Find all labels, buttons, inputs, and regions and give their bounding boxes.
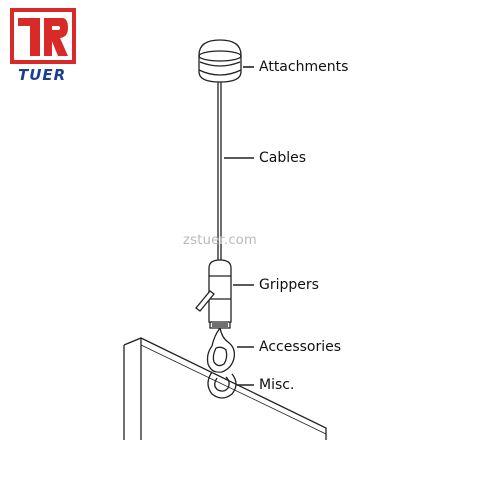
logo-wordmark: TUER [18, 66, 67, 84]
picture-frame-icon [123, 337, 327, 440]
ceiling-attachment-icon [198, 39, 242, 83]
label-accessories: Accessories [259, 339, 342, 355]
gripper-icon [195, 259, 232, 329]
label-cables: Cables [259, 150, 307, 166]
label-attachments: Attachments [259, 59, 349, 75]
watermark: zstuer.com [183, 233, 257, 248]
hook-icon [206, 327, 236, 373]
leader-lines [224, 66, 254, 386]
label-misc: Misc. [259, 377, 295, 393]
tuer-logo-icon [10, 8, 76, 64]
cable-icon [217, 82, 222, 262]
label-grippers: Grippers [259, 277, 319, 293]
ring-icon [207, 371, 237, 399]
